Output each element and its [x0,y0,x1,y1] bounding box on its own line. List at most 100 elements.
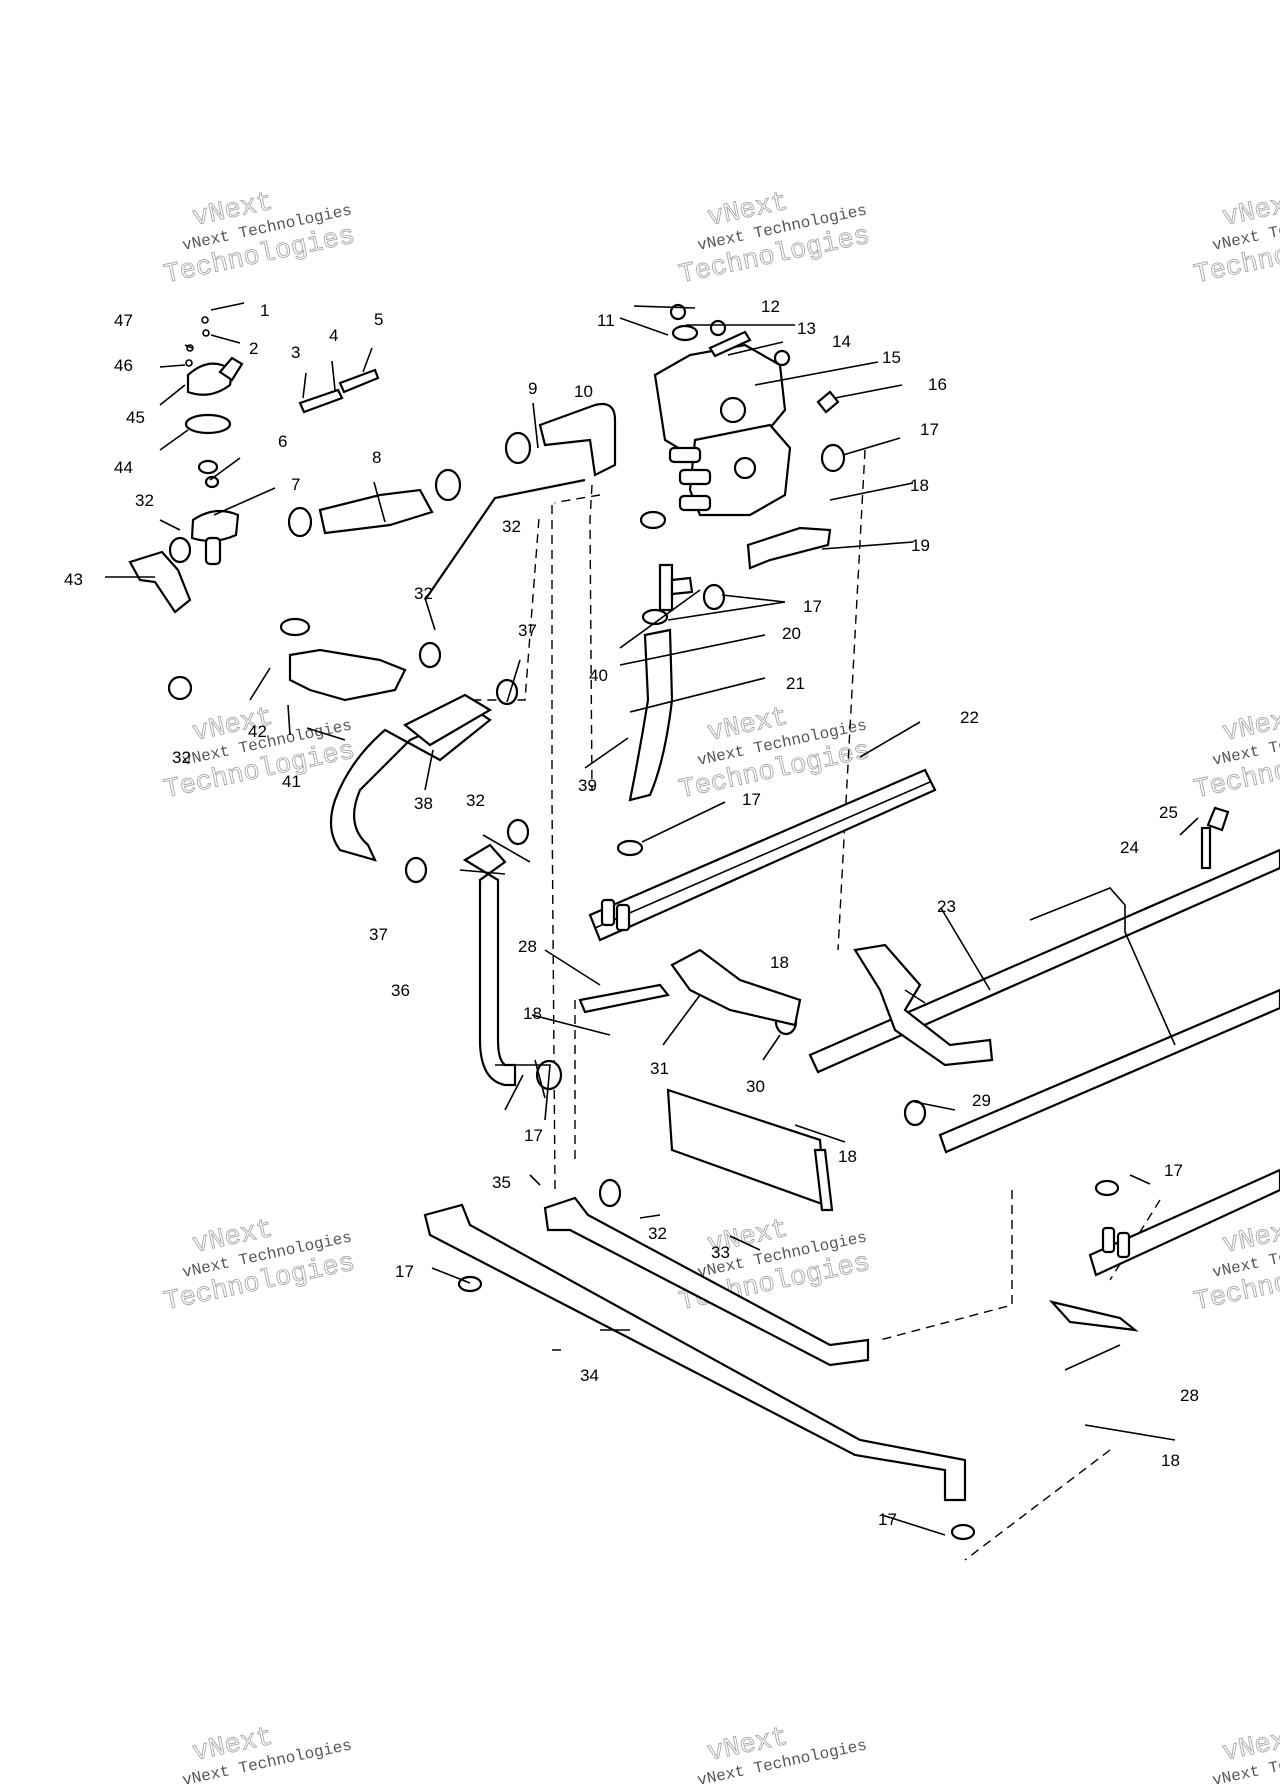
tank-bracket [746,526,832,570]
callout-12: 12 [761,297,780,316]
watermark: vNext vNext Technologies Technologies [161,702,358,806]
callout-14: 14 [832,332,851,351]
callout-37: 37 [369,925,388,944]
callout-17: 17 [742,790,761,809]
callout-30: 30 [746,1077,765,1096]
hose-clamp [168,536,192,564]
callout-29: 29 [972,1091,991,1110]
hose-clamp [404,856,428,884]
hose-clamp [279,617,311,637]
callout-16: 16 [928,375,947,394]
hose-routing-lines [470,449,1161,1561]
callout-34: 34 [580,1366,599,1385]
callout-17: 17 [524,1126,543,1145]
callout-32: 32 [135,491,154,510]
callout-39: 39 [578,776,597,795]
callout-31: 31 [650,1059,669,1078]
housing-base [190,509,240,542]
thermostat-housing-assembly [128,316,380,614]
callout-43: 43 [64,570,83,589]
hose-36 [462,843,517,1087]
hose-38 [402,693,493,747]
bracket-28 [1048,1300,1139,1332]
callout-33: 33 [711,1243,730,1262]
watermark: vNext vNext Technologies Technologies [676,187,873,291]
bushing [709,319,727,337]
callout-4: 4 [329,326,338,345]
nut [773,349,791,367]
washer [202,329,210,337]
lower-hoses [423,843,1139,1502]
callout-24: 24 [1120,838,1139,857]
hose-clamp [903,1099,927,1127]
callout-32: 32 [648,1224,667,1243]
callout-36: 36 [391,981,410,1000]
callout-17: 17 [920,420,939,439]
hose-28-bracket [578,983,670,1014]
exchanger-fitting [615,903,631,932]
callout-22: 22 [960,708,979,727]
coolant-tank-assembly [653,303,840,570]
heat-exchangers [588,768,1280,1277]
callout-45: 45 [126,408,145,427]
watermark: vNext vNext Technologies [1211,1722,1280,1790]
leader-lines [105,302,1199,1536]
callout-2: 2 [249,339,258,358]
callout-28: 28 [518,937,537,956]
callout-35: 35 [492,1173,511,1192]
o-ring [671,324,699,342]
exchanger-flange [813,1148,834,1212]
tube-35 [543,1196,870,1367]
callout-44: 44 [114,458,133,477]
watermark: vNext vNext Technologies Technologies [1191,702,1280,806]
callout-17: 17 [803,597,822,616]
watermark: vNext vNext Technologies [696,1722,869,1790]
callout-18: 18 [770,953,789,972]
sensor-fitting [338,368,380,394]
hose-20-21 [628,628,674,802]
callout-18: 18 [523,1004,542,1023]
hose-clamp [457,1275,483,1293]
watermark: vNext vNext Technologies Technologies [676,702,873,806]
hose-clamp [1094,1179,1120,1197]
callout-10: 10 [574,382,593,401]
callout-5: 5 [374,310,383,329]
exchanger-fitting [1116,1231,1131,1259]
hose-41 [329,708,492,862]
callout-13: 13 [797,319,816,338]
elbow-hose-43 [128,550,192,614]
callout-47: 47 [114,311,133,330]
hose-clamp [820,443,846,473]
callout-17: 17 [1164,1161,1183,1180]
hose-8 [318,488,434,535]
callout-17: 17 [878,1510,897,1529]
hose-clamp [418,641,442,669]
bolt [669,303,687,321]
tank-port-lower [733,456,757,480]
watermark: vNext vNext Technologies Technologies [161,1214,358,1318]
tee-branch [670,576,694,596]
callout-42: 42 [248,722,267,741]
hose-clamp [702,583,726,611]
callout-32: 32 [466,791,485,810]
hose-23 [853,943,994,1067]
callout-9: 9 [528,379,537,398]
hose-31 [670,948,802,1027]
callout-38: 38 [414,794,433,813]
callout-15: 15 [882,348,901,367]
heat-exchanger-24 [938,988,1280,1154]
callout-32: 32 [502,517,521,536]
stud-25 [1200,826,1212,870]
exchanger-fitting [600,898,616,927]
callout-18: 18 [1161,1451,1180,1470]
temperature-sensor [298,388,344,414]
hose-clamp [506,818,530,846]
callout-19: 19 [911,536,930,555]
elbow-hose-9 [538,402,617,477]
tube-34 [423,1203,967,1502]
callout-21: 21 [786,674,805,693]
tank-port [719,396,747,424]
callout-3: 3 [291,343,300,362]
screw [201,316,209,324]
